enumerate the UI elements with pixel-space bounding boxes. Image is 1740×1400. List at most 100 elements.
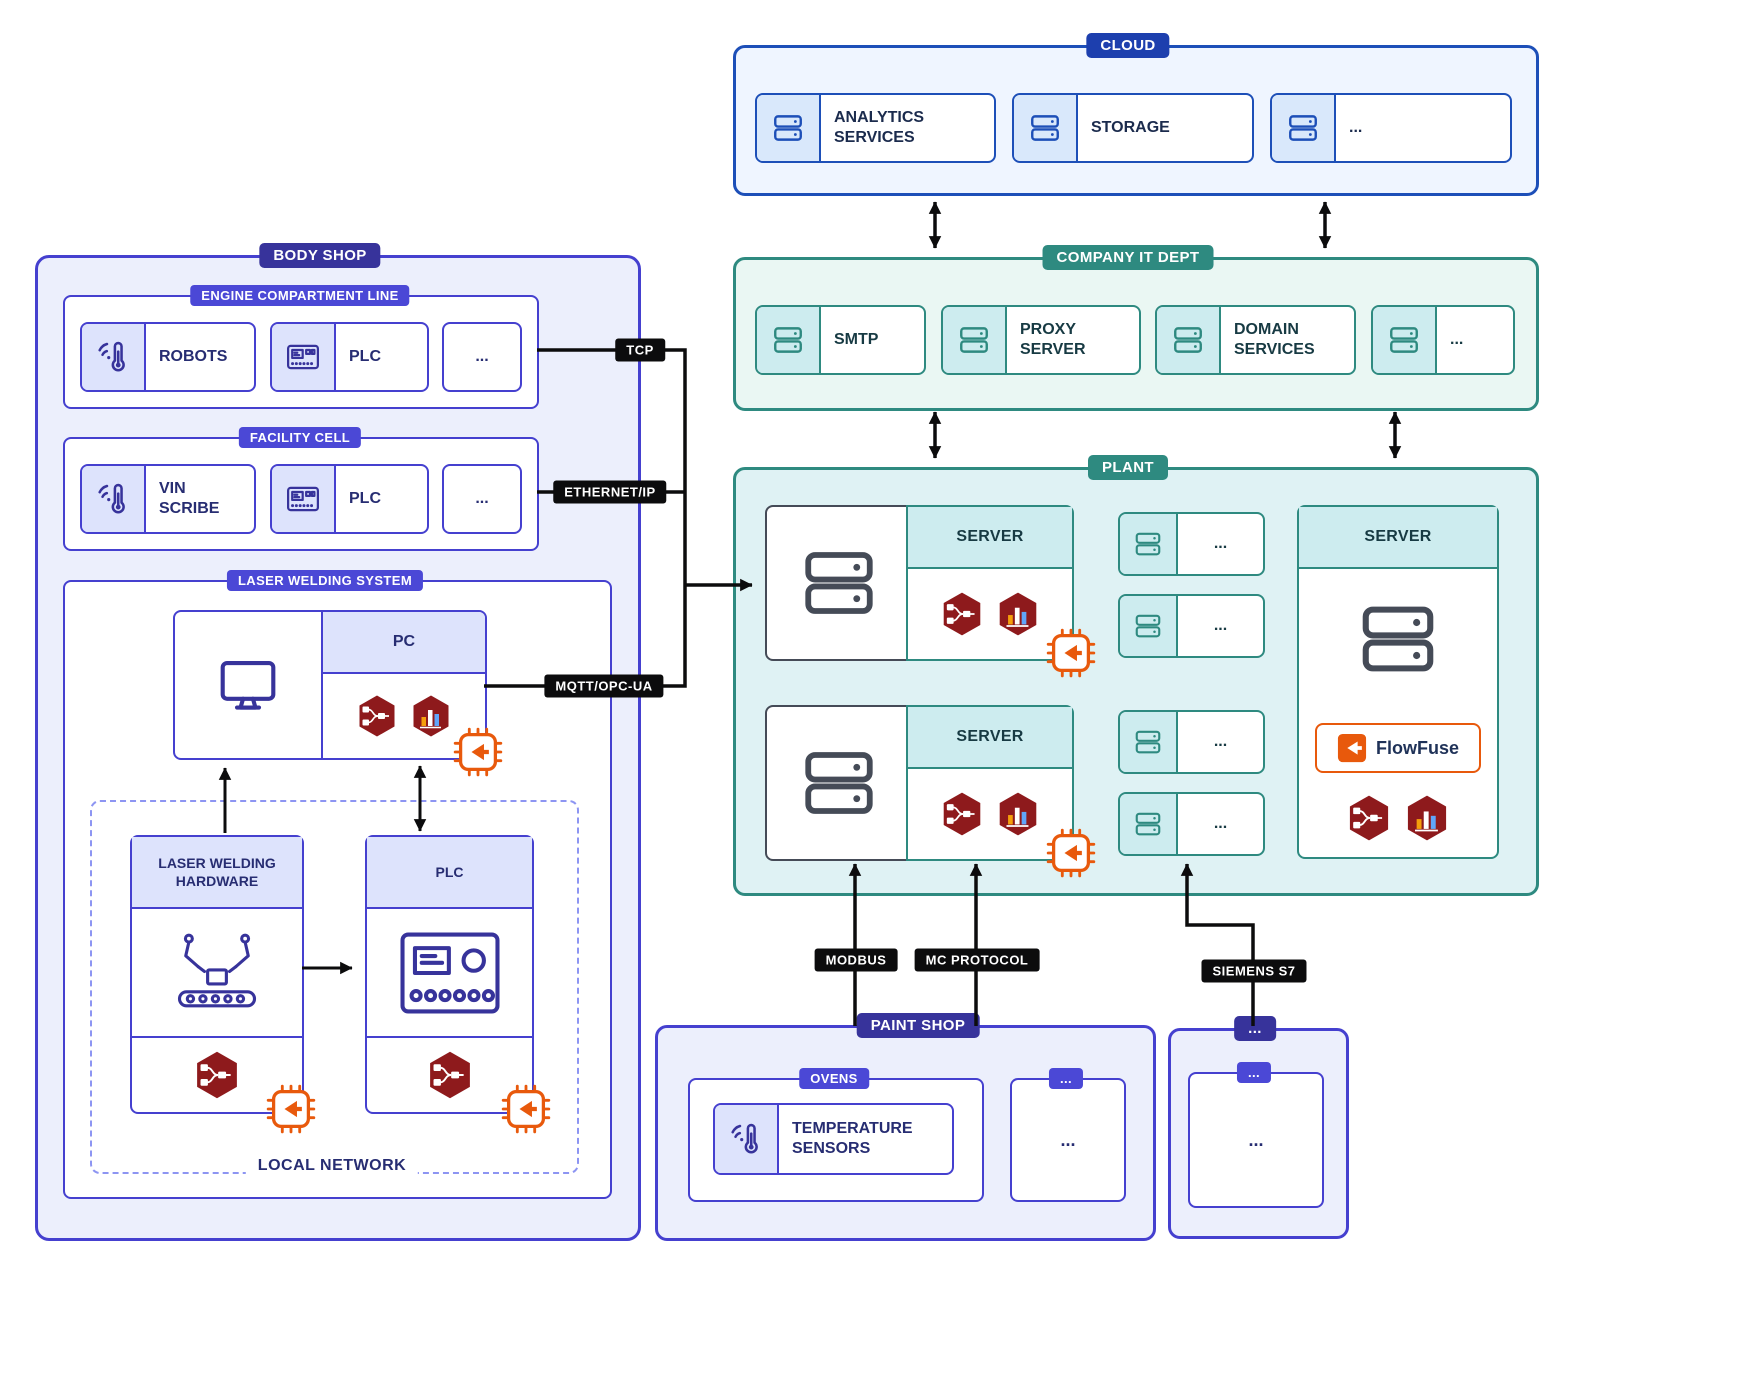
server-icon-box	[757, 307, 821, 373]
node-red-icon	[1347, 794, 1391, 842]
plant-node-card-1: ...	[1118, 512, 1265, 576]
server-icon-box	[1014, 95, 1078, 161]
tcp-label: TCP	[615, 338, 665, 362]
server-icon-box	[1120, 514, 1178, 574]
plc-icon	[284, 480, 322, 518]
plant-server-hardware-1	[765, 505, 912, 661]
server-icon	[1387, 323, 1421, 357]
server-icon-box	[1120, 794, 1178, 854]
server-icon	[957, 323, 991, 357]
flowfuse-badge: FlowFuse	[1315, 723, 1481, 773]
robot-icon-area	[132, 909, 302, 1038]
modbus-label: MODBUS	[814, 948, 898, 972]
pc-card: PC	[173, 610, 487, 760]
node-red-icon	[941, 791, 983, 837]
mqtt-opcua-label: MQTT/OPC-UA	[544, 674, 664, 698]
laser-plc-header: PLC	[367, 837, 532, 909]
server-icon	[798, 542, 880, 624]
flowfuse-device-icon	[1046, 828, 1096, 878]
dashboard-icon	[1405, 794, 1449, 842]
monitor-icon-box	[175, 612, 323, 758]
flowfuse-device-icon	[266, 1084, 316, 1134]
dashboard-icon	[411, 694, 451, 738]
misc-content: ...	[1060, 1129, 1076, 1150]
card-label: PROXY SERVER	[1020, 321, 1086, 358]
software-icons	[367, 1038, 532, 1112]
ethernet-ip-label: ETHERNET/IP	[553, 480, 667, 504]
plant-node-card-3: ...	[1118, 710, 1265, 774]
remote-cell-zone-title: ...	[1234, 1016, 1276, 1041]
server-icon-box	[757, 95, 821, 161]
server-icon-area	[1299, 569, 1497, 709]
monitor-icon	[215, 652, 281, 718]
software-icons	[908, 569, 1072, 659]
server-icon	[1133, 529, 1163, 559]
local-network-label: LOCAL NETWORK	[245, 1157, 419, 1175]
card-label: ...	[475, 490, 489, 507]
software-icons	[323, 674, 485, 758]
facility-plc-card: PLC	[270, 464, 429, 534]
node-red-icon	[194, 1050, 240, 1100]
flowfuse-device-icon	[453, 727, 503, 777]
wireless-sensor-icon	[94, 338, 132, 376]
plc-icon-box	[272, 324, 336, 390]
flowfuse-label: FlowFuse	[1375, 737, 1459, 758]
vin-scribe-card: VIN SCRIBE	[80, 464, 256, 534]
plant-server-panel-1: SERVER	[906, 505, 1074, 661]
facility-cell-title: FACILITY CELL	[238, 427, 362, 448]
plc-device-icon-area	[367, 909, 532, 1038]
plant-zone-title: PLANT	[1088, 455, 1168, 480]
plant-server-panel-2: SERVER	[906, 705, 1074, 861]
server-icon-box	[943, 307, 1007, 373]
remote-cell-box: ...	[1188, 1072, 1324, 1208]
laser-hardware-card: LASER WELDING HARDWARE	[130, 835, 304, 1114]
plant-main-server-card: SERVER FlowFuse	[1297, 505, 1499, 859]
card-label: ...	[1450, 331, 1464, 348]
smtp-card: SMTP	[755, 305, 926, 375]
it-misc-card: ...	[1371, 305, 1515, 375]
paint-misc-title: ...	[1048, 1068, 1084, 1089]
proxy-server-card: PROXY SERVER	[941, 305, 1141, 375]
card-label: ...	[1213, 535, 1228, 552]
server-icon-box	[1120, 712, 1178, 772]
flowfuse-device-icon	[501, 1084, 551, 1134]
siemens-s7-label: SIEMENS S7	[1201, 959, 1307, 983]
server-icon	[1133, 727, 1163, 757]
body-shop-zone-title: BODY SHOP	[259, 243, 381, 268]
server-header: SERVER	[1299, 507, 1497, 569]
storage-card: STORAGE	[1012, 93, 1254, 163]
server-icon	[1028, 111, 1062, 145]
laser-plc-card: PLC	[365, 835, 534, 1114]
temperature-sensors-card: TEMPERATURE SENSORS	[713, 1103, 954, 1175]
plc-device-icon	[398, 930, 502, 1016]
domain-services-card: DOMAIN SERVICES	[1155, 305, 1356, 375]
server-icon	[798, 742, 880, 824]
laser-welding-title: LASER WELDING SYSTEM	[226, 570, 424, 591]
server-icon-box	[1373, 307, 1437, 373]
sensor-icon-box	[82, 466, 146, 532]
card-label: STORAGE	[1091, 119, 1170, 136]
remote-cell-inner-title: ...	[1236, 1062, 1272, 1083]
card-label: ROBOTS	[159, 348, 228, 365]
card-label: ...	[1213, 733, 1228, 750]
analytics-services-card: ANALYTICS SERVICES	[755, 93, 996, 163]
robots-card: ROBOTS	[80, 322, 256, 392]
wireless-sensor-icon	[94, 480, 132, 518]
server-icon	[1286, 111, 1320, 145]
card-label: PLC	[349, 348, 381, 365]
plant-node-card-2: ...	[1118, 594, 1265, 658]
sensor-icon-box	[82, 324, 146, 390]
pc-header: PC	[323, 612, 485, 674]
dashboard-icon	[997, 591, 1039, 637]
plant-server-hardware-2	[765, 705, 912, 861]
engine-plc-card: PLC	[270, 322, 429, 392]
server-icon-box	[1272, 95, 1336, 161]
node-red-icon	[357, 694, 397, 738]
sensor-icon-box	[715, 1105, 779, 1173]
ovens-title: OVENS	[799, 1068, 869, 1089]
card-label: ...	[1349, 119, 1363, 136]
card-label: ANALYTICS SERVICES	[834, 109, 925, 146]
card-label: ...	[1213, 815, 1228, 832]
flowfuse-device-icon	[1046, 628, 1096, 678]
